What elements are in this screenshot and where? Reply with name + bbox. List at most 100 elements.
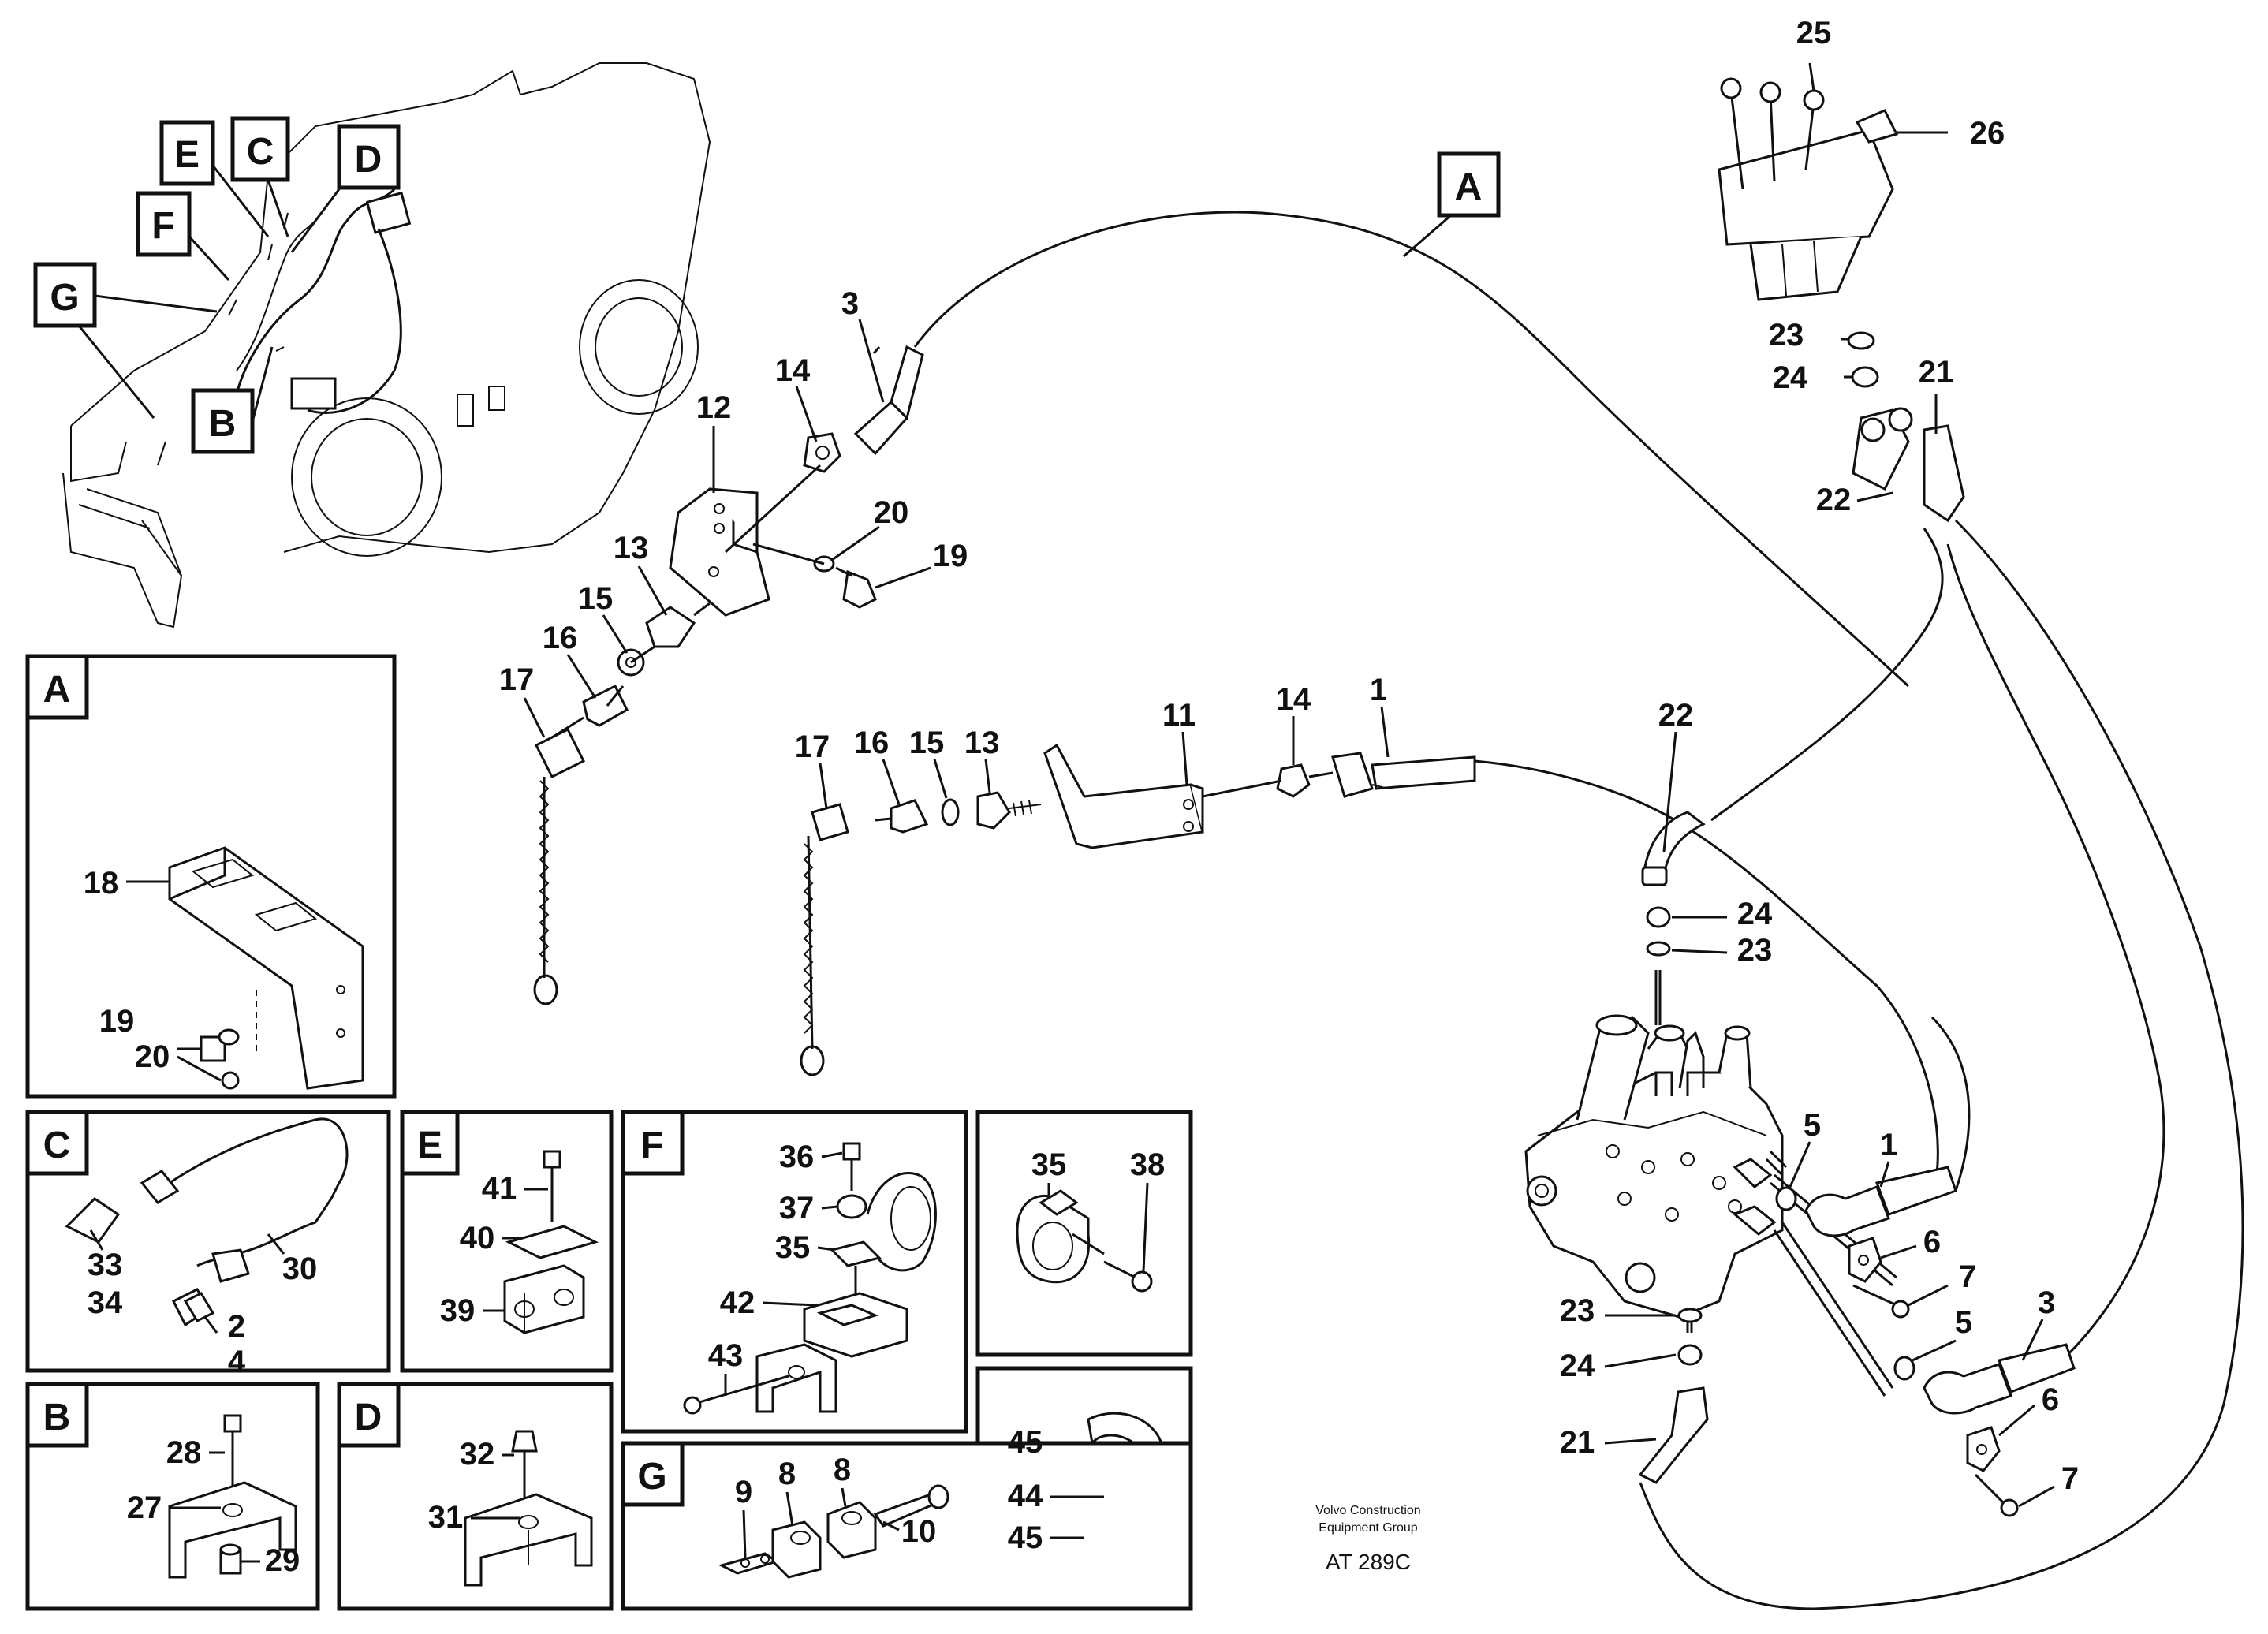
hose-end-1-middle <box>1331 752 1476 798</box>
nut-14-middle <box>1276 763 1311 798</box>
svg-text:B: B <box>209 403 237 445</box>
svg-text:G: G <box>50 277 79 319</box>
fitting-21-22-top <box>1852 407 1965 523</box>
callout-5-lower: 5 <box>1955 1305 1972 1340</box>
bracket-12 <box>669 487 770 617</box>
fitting-24-top <box>1844 366 1879 388</box>
callout-36: 36 <box>779 1140 815 1174</box>
callout-24-top: 24 <box>1773 360 1808 395</box>
location-label-F: F <box>136 191 230 282</box>
callout-33: 33 <box>88 1248 123 1282</box>
callout-21-top: 21 <box>1919 355 1954 390</box>
callout-3-lower: 3 <box>2038 1285 2055 1320</box>
washer-15-middle <box>941 798 960 826</box>
callout-41: 41 <box>482 1171 517 1206</box>
callout-23-top: 23 <box>1769 318 1804 353</box>
callout-numbers: 25 26 23 24 21 22 3 14 12 20 19 13 15 16… <box>84 16 2079 1578</box>
callout-6-lower: 6 <box>2042 1382 2059 1417</box>
fitting-23-middle <box>1646 941 1671 957</box>
svg-text:B: B <box>43 1397 71 1438</box>
callout-16-upper: 16 <box>543 621 578 655</box>
callout-34: 34 <box>88 1285 123 1320</box>
callout-17-upper: 17 <box>499 662 535 697</box>
footer-drawing-id: AT 289C <box>1326 1550 1411 1574</box>
callout-15-middle: 15 <box>909 726 945 760</box>
seal-5-upper <box>1775 1186 1797 1211</box>
cap-17-upper <box>533 727 586 1005</box>
location-label-G: G <box>33 262 218 419</box>
callout-1-middle: 1 <box>1370 673 1387 707</box>
callout-23-bottom: 23 <box>1560 1293 1595 1328</box>
callout-27: 27 <box>127 1490 162 1525</box>
callout-45-lower: 45 <box>1008 1520 1043 1555</box>
callout-31: 31 <box>428 1500 464 1535</box>
callout-6-upper: 6 <box>1923 1225 1941 1259</box>
footer-company-line2: Equipment Group <box>1319 1521 1418 1535</box>
fitting-23-top <box>1841 331 1875 350</box>
hose-A <box>913 211 1910 688</box>
svg-text:A: A <box>1455 166 1483 208</box>
callout-19-box-A: 19 <box>99 1004 135 1039</box>
callout-8-right: 8 <box>834 1453 851 1487</box>
callout-30: 30 <box>282 1252 318 1286</box>
elbow-3-lower <box>1923 1343 2076 1415</box>
callout-1-lower: 1 <box>1880 1128 1897 1162</box>
nut-14-upper <box>803 432 841 473</box>
bracket-11 <box>1043 743 1204 849</box>
callout-13-middle: 13 <box>964 726 1000 760</box>
detail-box-D: D <box>337 1382 614 1611</box>
screw-7-lower <box>1974 1473 2019 1517</box>
callout-38: 38 <box>1130 1147 1166 1182</box>
detail-box-G: G <box>621 1441 1193 1611</box>
callout-16-middle: 16 <box>854 726 890 760</box>
location-label-B: B <box>191 346 274 454</box>
svg-text:A: A <box>43 669 71 711</box>
machine-overview-illustration <box>62 62 711 629</box>
detail-box-F: F <box>621 1110 968 1434</box>
callout-22-top: 22 <box>1816 483 1852 517</box>
callout-24-bottom: 24 <box>1560 1349 1595 1383</box>
callout-37: 37 <box>779 1191 815 1226</box>
callout-20-upper: 20 <box>874 495 909 530</box>
callout-28: 28 <box>166 1435 202 1470</box>
hose-assembly <box>913 211 2244 1610</box>
drawing-footer: Volvo Construction Equipment Group AT 28… <box>1315 1504 1420 1574</box>
cap-16-upper <box>582 684 629 727</box>
callout-17-middle: 17 <box>795 729 830 764</box>
location-label-E: E <box>159 120 270 237</box>
svg-text:E: E <box>174 134 200 176</box>
callout-23-middle: 23 <box>1737 933 1773 968</box>
callout-40: 40 <box>460 1221 495 1255</box>
svg-text:F: F <box>151 205 174 247</box>
location-label-D: D <box>290 124 401 253</box>
connector-3-upper <box>853 345 924 456</box>
callout-42: 42 <box>720 1285 755 1320</box>
callout-43: 43 <box>708 1338 744 1373</box>
fitting-21-bottom <box>1638 1386 1709 1484</box>
control-lever-unit <box>1718 62 1948 301</box>
callout-26: 26 <box>1970 116 2005 151</box>
callout-7-upper: 7 <box>1959 1259 1976 1294</box>
fitting-23-bottom <box>1677 1308 1703 1323</box>
location-label-C: C <box>230 116 290 237</box>
callout-14-middle: 14 <box>1276 682 1311 717</box>
callout-18: 18 <box>84 866 119 901</box>
hose-label-A: A <box>1403 151 1501 258</box>
callout-20-box-A: 20 <box>135 1039 170 1074</box>
callout-8-left: 8 <box>778 1457 796 1491</box>
detail-box-B: B <box>25 1382 320 1611</box>
callout-14-upper: 14 <box>775 353 811 388</box>
screw-19-upper <box>835 566 877 609</box>
svg-text:C: C <box>247 131 274 173</box>
callout-3-upper: 3 <box>841 286 859 321</box>
fitting-22-middle <box>1641 811 1706 886</box>
callout-5-upper: 5 <box>1804 1108 1821 1143</box>
flange-6-upper <box>1848 1237 1882 1283</box>
callout-7-lower: 7 <box>2061 1461 2079 1496</box>
callout-13-upper: 13 <box>614 531 649 565</box>
leader-lines-middle <box>1202 771 1334 798</box>
callout-35-box-F: 35 <box>775 1230 811 1265</box>
callout-29: 29 <box>265 1543 300 1578</box>
detail-box-E: E <box>400 1110 614 1373</box>
